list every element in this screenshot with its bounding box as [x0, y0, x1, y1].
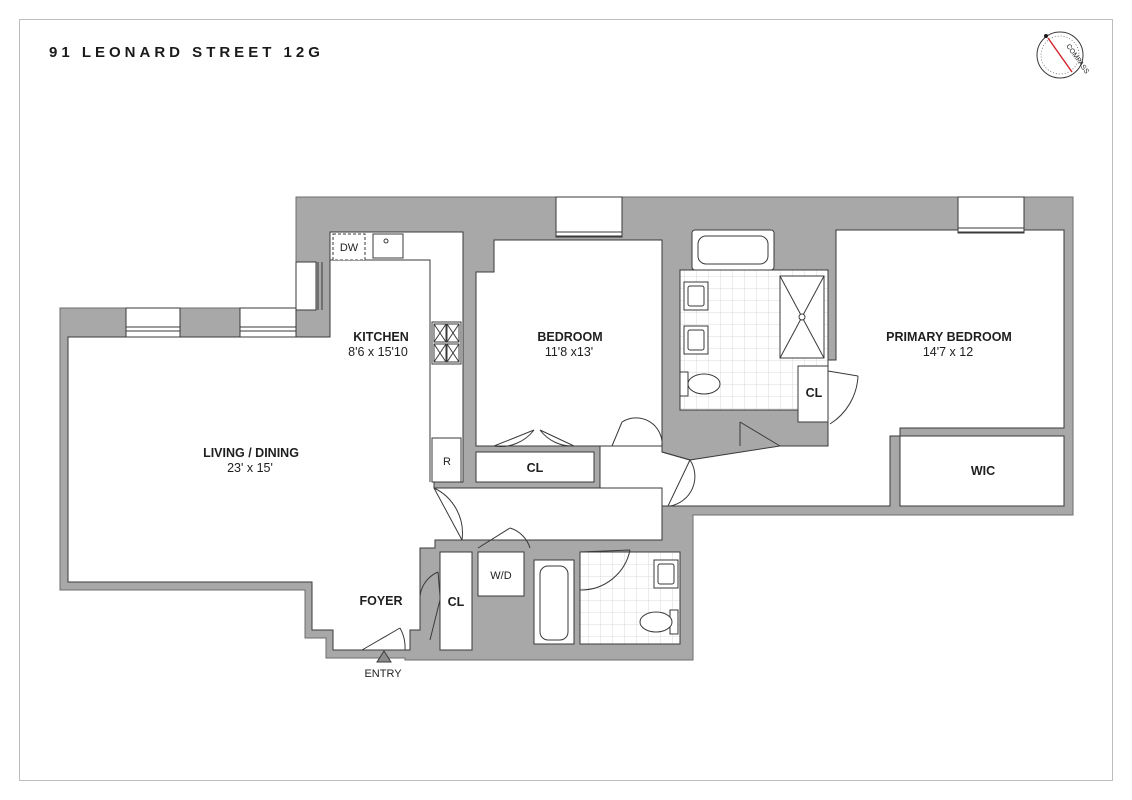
dishwasher	[332, 233, 366, 261]
primary-toilet	[679, 371, 721, 397]
dw-label: DW	[340, 242, 359, 254]
primary-bedroom-name: PRIMARY BEDROOM	[886, 330, 1012, 344]
bedroom-dims: 11'8 x13'	[545, 345, 593, 359]
floorplan-title: 91 LEONARD STREET 12G	[49, 44, 324, 61]
windows	[125, 196, 1025, 338]
bath-fixtures	[533, 229, 825, 645]
foyer-closet-label: CL	[448, 595, 465, 609]
bedroom-closet	[475, 429, 595, 483]
bedroom-closet-label: CL	[527, 461, 544, 475]
living-dining-floor	[67, 231, 663, 651]
foyer-name: FOYER	[359, 594, 402, 608]
refrigerator	[431, 437, 462, 483]
second-toilet	[639, 609, 679, 635]
primary-closets	[797, 365, 1065, 507]
kitchen-sink	[372, 233, 404, 259]
foyer-closet	[439, 551, 525, 651]
living-dining-dims: 23' x 15'	[227, 461, 273, 475]
refrigerator-label: R	[443, 456, 451, 468]
entry-label: ENTRY	[364, 668, 402, 680]
drawing-frame	[19, 19, 1113, 781]
bedroom-floor	[475, 239, 663, 447]
kitchen-name: KITCHEN	[353, 330, 409, 344]
wic-label: WIC	[971, 464, 995, 478]
washer-dryer	[477, 551, 525, 597]
entry-arrow-icon	[376, 650, 392, 663]
bath-closet-label: CL	[806, 386, 823, 400]
washer-dryer-label: W/D	[490, 570, 511, 582]
primary-bedroom-dims: 14'7 x 12	[923, 345, 973, 359]
kitchen-counter	[330, 233, 462, 483]
kitchen-dims: 8'6 x 15'10	[348, 345, 408, 359]
bedroom-name: BEDROOM	[537, 330, 602, 344]
living-dining-name: LIVING / DINING	[203, 446, 299, 460]
compass-icon: COMPASS	[1036, 31, 1090, 79]
window-sills	[126, 227, 1024, 332]
